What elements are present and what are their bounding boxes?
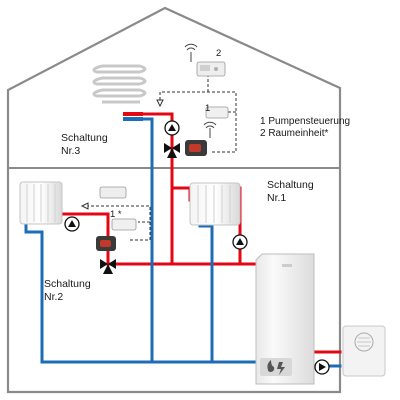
boiler [255, 253, 315, 385]
mixing-valve-lower [100, 259, 116, 274]
radio-icon-top [184, 43, 198, 62]
pump-control-module-upper [205, 106, 229, 119]
room-unit-lower [99, 186, 127, 199]
mixing-valve-upper [164, 143, 180, 158]
circuit-1-label: Schaltung Nr.1 [267, 179, 314, 205]
check-valve-lower [80, 202, 89, 210]
circuit-2-label: Schaltung Nr.2 [44, 278, 91, 304]
pump-left [64, 216, 80, 232]
radio-icon-upper [203, 121, 217, 138]
legend: 1 Pumpensteuerung 2 Raumeinheit* [260, 116, 350, 140]
room-unit-top [196, 61, 226, 77]
circuit-2-number: Nr.2 [44, 291, 64, 303]
legend-item-1: 1 Pumpensteuerung [260, 116, 351, 127]
pump-upper [164, 120, 180, 136]
circuit-3-label-text: Schaltung [61, 132, 108, 144]
actuator-lower [96, 236, 116, 251]
floor-heating-manifold [123, 112, 143, 121]
house-outline [6, 6, 342, 394]
actuator-upper [185, 140, 207, 156]
circuit-3-label: Schaltung Nr.3 [61, 132, 108, 158]
circuit-1-number: Nr.1 [267, 192, 287, 204]
check-valve-upper [156, 99, 164, 108]
floor-heating-coil [92, 64, 147, 104]
radiator-right [189, 182, 241, 226]
radiator-left [19, 181, 63, 225]
outdoor-unit [342, 325, 386, 377]
circuit-3-number: Nr.3 [61, 145, 81, 157]
callout-pump-control-lower: 1 * [110, 209, 122, 220]
circuit-2-label-text: Schaltung [44, 278, 91, 290]
pump-control-module-lower [111, 218, 137, 231]
legend-item-2: 2 Raumeinheit* [260, 128, 329, 139]
callout-room-unit: 2 [216, 48, 222, 59]
circuit-1-label-text: Schaltung [267, 179, 314, 191]
pump-circuit-1 [232, 234, 248, 250]
callout-pump-control-upper: 1 [205, 103, 211, 114]
pump-outdoor [314, 359, 330, 375]
